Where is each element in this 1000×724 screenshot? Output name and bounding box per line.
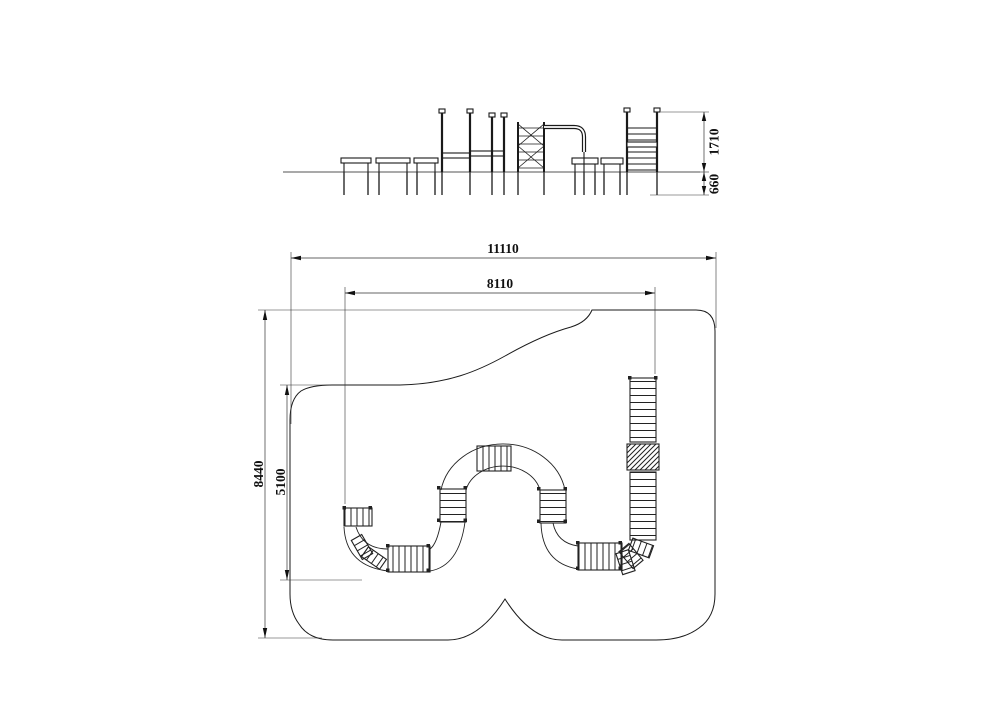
step-block-left-end	[343, 507, 373, 527]
dim-inner-width-label: 8110	[487, 276, 514, 291]
step-block-left-mid	[439, 488, 467, 523]
elevation-view: 1710 660	[283, 107, 722, 196]
dim-outer-width-label: 11110	[487, 241, 519, 256]
dim-total-height-label: 1710	[707, 128, 722, 155]
tower-ladder-bottom	[629, 471, 657, 541]
plan-view: 11110 8110 8440	[251, 241, 717, 641]
elevation-dimensions: 1710 660	[650, 111, 722, 196]
footing-posts	[343, 172, 658, 195]
net-climber	[517, 122, 545, 172]
curved-step	[350, 533, 374, 561]
dim-outer-height-label: 8440	[251, 460, 266, 487]
dim-footing-depth-label: 660	[707, 174, 722, 195]
low-benches	[340, 157, 439, 172]
right-tower	[623, 107, 661, 172]
tall-frame-left	[438, 108, 474, 172]
step-block-lower-right	[577, 542, 623, 571]
step-block-apex	[476, 445, 512, 472]
safety-zone-outline	[289, 309, 716, 641]
equipment-plan	[342, 376, 660, 576]
post-markers	[342, 376, 658, 572]
tower-hatched-platform	[626, 443, 660, 471]
curved-step	[627, 537, 655, 559]
plan-dimensions: 11110 8110 8440	[251, 241, 717, 639]
step-block-lower-left	[387, 545, 431, 573]
mid-platforms	[571, 157, 624, 172]
tower-ladder-top	[629, 377, 657, 443]
tall-frame-middle	[469, 112, 508, 172]
dim-inner-height-label: 5100	[273, 468, 288, 495]
step-block-right-mid	[539, 489, 567, 524]
overhead-pipe-rail	[544, 124, 587, 172]
